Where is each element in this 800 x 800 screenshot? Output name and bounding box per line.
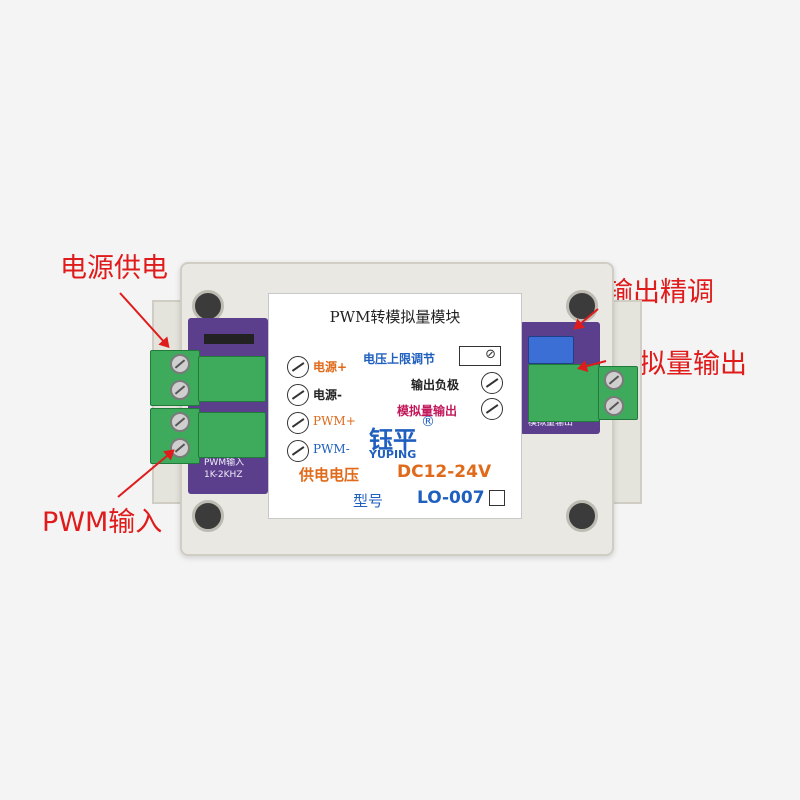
terminal-screw-icon[interactable] <box>170 412 190 432</box>
adjust-slot-icon: ⊘ <box>485 347 496 362</box>
terminal-plug-pwm <box>198 412 266 458</box>
terminal-screw-icon[interactable] <box>604 396 624 416</box>
terminal-plug-output <box>528 364 600 422</box>
mounting-hole <box>566 500 598 532</box>
model-label: 型号 <box>353 492 384 510</box>
trim-potentiometer[interactable] <box>528 336 574 364</box>
voltage-upper-adjust-label: 电压上限调节 <box>363 352 436 366</box>
pcb-silk-analog-output: 模拟量输出 <box>528 418 574 428</box>
jumper-header <box>204 334 254 344</box>
supply-voltage-label: 供电电压 <box>299 466 360 484</box>
screw-icon <box>287 412 309 434</box>
terminal-label-analog-output: 模拟量输出 <box>397 404 458 418</box>
adjust-window[interactable]: ⊘ <box>459 346 501 366</box>
terminal-screw-icon[interactable] <box>170 380 190 400</box>
terminal-screw-icon[interactable] <box>604 370 624 390</box>
pcb-left: PWM输入 1K-2KHZ <box>188 318 268 494</box>
terminal-label-power-negative: 电源- <box>313 388 342 402</box>
terminal-screw-icon[interactable] <box>170 354 190 374</box>
terminal-label-output-negative: 输出负极 <box>411 378 460 392</box>
callout-power-supply: 电源供电 <box>60 253 168 284</box>
front-label: PWM转模拟量模块 电压上限调节 ⊘ 电源+ 电源- PWM+ PWM- 输出负… <box>268 293 522 519</box>
model-value: LO-007 <box>417 488 485 508</box>
mounting-hole <box>192 500 224 532</box>
brand-name-en: YUPING <box>369 448 417 461</box>
supply-voltage-value: DC12-24V <box>397 462 492 482</box>
screw-icon <box>287 384 309 406</box>
registered-mark: ® <box>421 414 435 430</box>
pcb-silk-pwm-input: PWM输入 <box>204 458 245 468</box>
terminal-label-power-positive: 电源+ <box>313 360 348 374</box>
terminal-label-pwm-negative: PWM- <box>313 442 350 456</box>
label-title: PWM转模拟量模块 <box>329 308 461 326</box>
terminal-plug-power <box>198 356 266 402</box>
terminal-label-pwm-positive: PWM+ <box>313 414 356 428</box>
screw-icon <box>287 356 309 378</box>
screw-icon <box>287 440 309 462</box>
model-checkbox <box>489 490 505 506</box>
brand-name-cn: 钰平 <box>369 426 417 454</box>
mounting-hole <box>566 290 598 322</box>
callout-pwm-input: PWM输入 <box>42 507 163 538</box>
screw-icon <box>481 398 503 420</box>
screw-icon <box>481 372 503 394</box>
pcb-silk-frequency: 1K-2KHZ <box>204 470 243 480</box>
